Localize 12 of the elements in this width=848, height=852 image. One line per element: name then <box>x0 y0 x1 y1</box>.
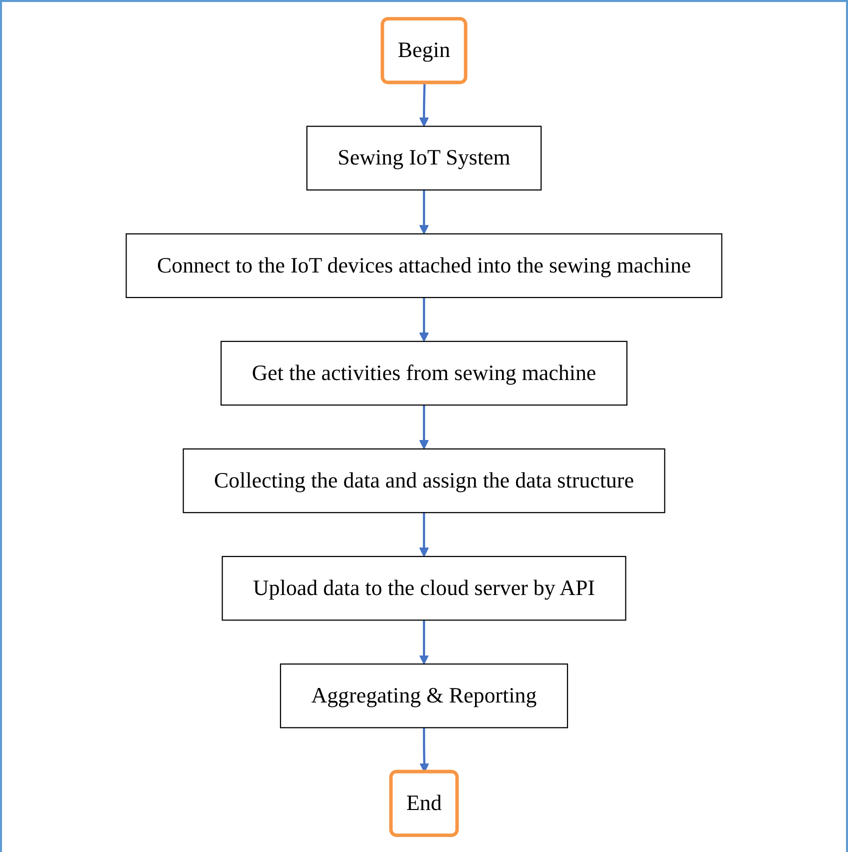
arrow <box>419 620 429 664</box>
node-box: Aggregating & Reporting <box>280 663 568 728</box>
arrow <box>419 512 429 557</box>
node-box: Get the activities from sewing machine <box>220 340 628 406</box>
arrow <box>419 405 429 450</box>
arrow <box>419 298 429 342</box>
node-box: Connect to the IoT devices attached into the sewing machine <box>126 233 722 298</box>
node-box: Collecting the data and assign the data structure <box>182 448 666 514</box>
node-box: Sewing IoT System <box>306 126 542 191</box>
arrow <box>419 190 429 234</box>
node-box: Upload data to the cloud server by API <box>222 556 626 621</box>
arrow <box>419 82 429 127</box>
